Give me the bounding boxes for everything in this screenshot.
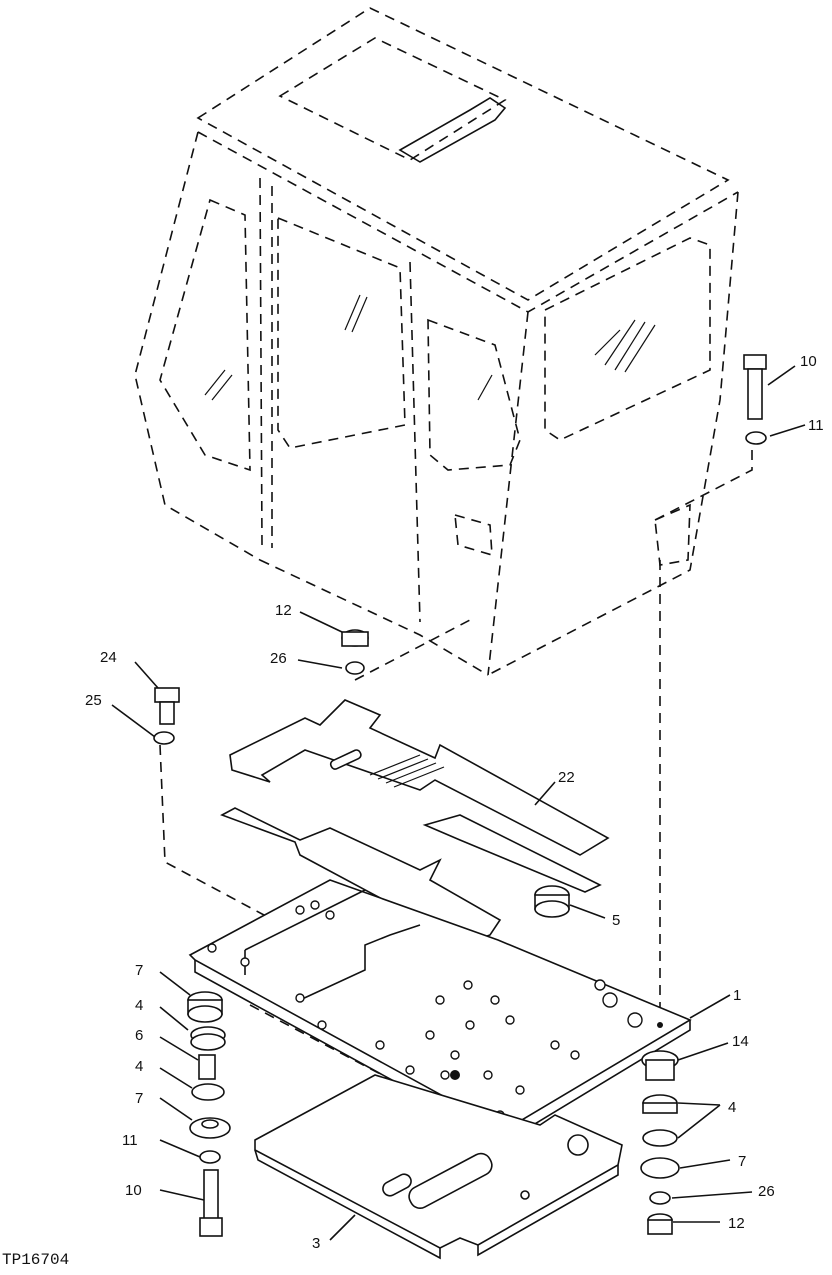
callout-label: 12 [275, 602, 292, 619]
bottom-plate [254, 1074, 623, 1260]
bolt-icon [154, 687, 180, 725]
floor-plate [188, 879, 692, 1144]
callout-label: 12 [728, 1215, 745, 1232]
cab-outline [134, 7, 739, 676]
callout-labels: 10 11 12 26 24 25 22 5 7 4 6 4 7 11 10 1… [85, 353, 824, 1252]
callout-label: 4 [728, 1099, 736, 1116]
callout-label: 7 [135, 962, 143, 979]
callout-label: 3 [312, 1235, 320, 1252]
callout-label: 5 [612, 912, 620, 929]
bolt-icon [743, 354, 767, 420]
isolator-icon [534, 885, 570, 918]
callout-label: 10 [125, 1182, 142, 1199]
left-hardware-stack [187, 991, 231, 1237]
nut-icon [341, 629, 369, 647]
callout-label: 6 [135, 1027, 143, 1044]
callout-label: 26 [270, 650, 287, 667]
callout-label: 10 [800, 353, 817, 370]
callout-leaders [111, 365, 806, 1241]
callout-label: 24 [100, 649, 117, 666]
callout-label: 4 [135, 997, 143, 1014]
washer-icon [745, 431, 767, 445]
callout-label: 7 [738, 1153, 746, 1170]
callout-label: 11 [122, 1132, 138, 1149]
callout-label: 14 [732, 1033, 749, 1050]
callout-label: 1 [733, 987, 741, 1004]
callout-label: 4 [135, 1058, 143, 1075]
right-hardware-stack [640, 1050, 680, 1235]
washer-icon [345, 661, 365, 675]
callout-label: 7 [135, 1090, 143, 1107]
washer-icon [153, 731, 175, 745]
callout-label: 22 [558, 769, 575, 786]
callout-label: 11 [808, 417, 824, 434]
floor-mat [220, 699, 610, 946]
callout-label: 26 [758, 1183, 775, 1200]
callout-label: 25 [85, 692, 102, 709]
figure-id: TP16704 [2, 1251, 69, 1269]
